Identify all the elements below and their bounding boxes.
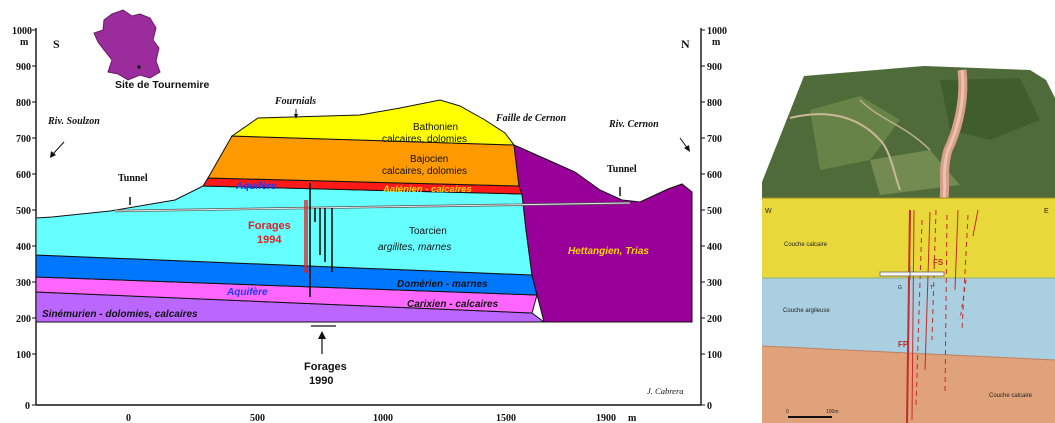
- cross-section: 1000 m 900 800 700 600 500 400 300 200 1…: [12, 9, 727, 423]
- credit-label: J. Cabrera: [647, 386, 684, 396]
- fournials-label: Fournials: [274, 96, 316, 107]
- south-label: S: [53, 37, 60, 51]
- riv-cernon-label: Riv. Cernon: [608, 119, 659, 130]
- bajocien-label: Bajocien: [410, 154, 448, 165]
- ytick-700-left: 700: [16, 134, 31, 145]
- couche-calcaire-bottom-label: Couche calcaire: [989, 393, 1033, 399]
- scale-100-label: 100m: [826, 409, 839, 415]
- map-label: Site de Tournemire: [115, 79, 209, 91]
- aquifere-bottom-label: Aquifère: [226, 287, 268, 298]
- hettangien-label: Hettangien, Trias: [568, 246, 649, 257]
- toarcien-sublabel: argilites, marnes: [378, 242, 451, 253]
- ytick-0-right: 0: [707, 401, 712, 412]
- y-unit-right: m: [712, 37, 721, 48]
- ytick-1000-right: 1000: [707, 26, 727, 37]
- y-unit-left: m: [20, 37, 29, 48]
- toarcien-label: Toarcien: [409, 226, 447, 237]
- france-map: [93, 9, 161, 81]
- bathonien-label: Bathonien: [413, 122, 458, 133]
- ytick-500-right: 500: [707, 206, 722, 217]
- gallery: [879, 271, 945, 277]
- sinemurien-label: Sinémurien - dolomies, calcaires: [42, 309, 198, 320]
- ytick-200-left: 200: [16, 314, 31, 325]
- east-label: E: [1044, 208, 1049, 215]
- riv-soulzon-label: Riv. Soulzon: [47, 116, 100, 127]
- ytick-500-left: 500: [16, 206, 31, 217]
- ytick-400-right: 400: [707, 242, 722, 253]
- forages-1990-label: Forages: [304, 361, 347, 373]
- ytick-100-left: 100: [16, 350, 31, 361]
- forages-1990-year: 1990: [309, 375, 333, 387]
- bathonien-sublabel: calcaires, dolomies: [382, 134, 467, 145]
- xtick-1900: 1900: [596, 413, 616, 423]
- layer-bathonien: [230, 99, 516, 146]
- ytick-300-left: 300: [16, 278, 31, 289]
- ytick-900-left: 900: [16, 62, 31, 73]
- boreholes-1994: [304, 200, 310, 273]
- ytick-800-right: 800: [707, 98, 722, 109]
- ytick-900-right: 900: [707, 62, 722, 73]
- fs-label: FS: [933, 258, 944, 267]
- ytick-1000-left: 1000: [12, 26, 32, 37]
- ytick-100-right: 100: [707, 350, 722, 361]
- ytick-200-right: 200: [707, 314, 722, 325]
- tunnel-right-label: Tunnel: [607, 164, 637, 175]
- couche-argileuse-label: Couche argileuse: [783, 308, 830, 314]
- ytick-0-left: 0: [25, 401, 30, 412]
- g-label: G: [898, 285, 902, 291]
- xtick-1500: 1500: [496, 413, 516, 423]
- forages-1994-label: Forages: [248, 220, 291, 232]
- forages-1994-year: 1994: [257, 234, 282, 246]
- t-label: T: [930, 285, 933, 291]
- boreholes-3d: [906, 209, 979, 423]
- xtick-500: 500: [250, 413, 265, 423]
- west-label: W: [765, 208, 772, 215]
- domerien-label: Domérien - marnes: [397, 279, 488, 290]
- ytick-800-left: 800: [16, 98, 31, 109]
- scale-0-label: 0: [786, 409, 789, 415]
- xtick-1000: 1000: [373, 413, 393, 423]
- x-unit: m: [628, 413, 637, 423]
- couche-calcaire-top-label: Couche calcaire: [784, 242, 828, 248]
- carixien-label: Carixien - calcaires: [407, 299, 499, 310]
- layer-hettangien: [513, 144, 693, 323]
- fp-label: FP: [898, 340, 909, 349]
- north-label: N: [681, 37, 690, 51]
- ytick-600-right: 600: [707, 170, 722, 181]
- xtick-0: 0: [126, 413, 131, 423]
- aalenien-label: Aalénien - calcaires: [382, 184, 472, 195]
- ytick-400-left: 400: [16, 242, 31, 253]
- block-model-3d: W E Couche calcaire Couche argileuse Cou…: [761, 66, 1055, 423]
- ytick-300-right: 300: [707, 278, 722, 289]
- tunnel-left-label: Tunnel: [118, 173, 148, 184]
- faille-label: Faille de Cernon: [495, 113, 566, 124]
- ytick-700-right: 700: [707, 134, 722, 145]
- aquifere-top-label: Aquifère: [235, 181, 277, 192]
- ytick-600-left: 600: [16, 170, 31, 181]
- axis-ticks: [32, 29, 705, 406]
- bajocien-sublabel: calcaires, dolomies: [382, 166, 467, 177]
- boreholes-1990: [309, 183, 333, 297]
